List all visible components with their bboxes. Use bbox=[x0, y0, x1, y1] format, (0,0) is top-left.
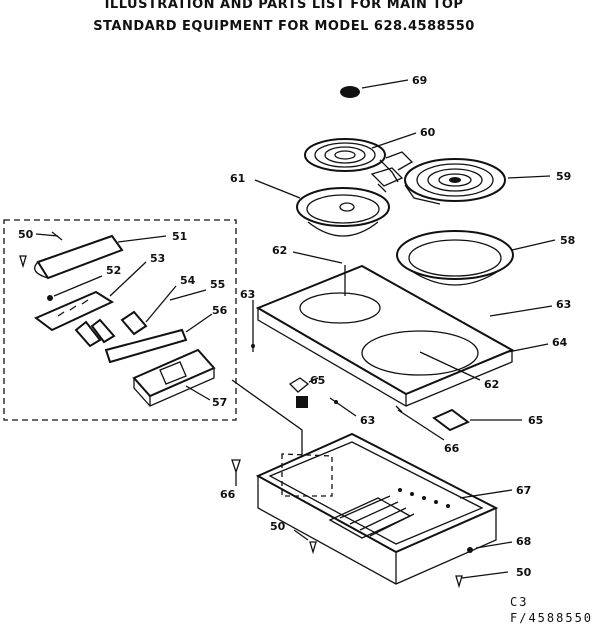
part-53-control-plate bbox=[34, 261, 147, 332]
terminal-block bbox=[370, 151, 414, 193]
part-50-screw-bottom bbox=[293, 529, 509, 589]
callout-66-center: 66 bbox=[444, 442, 460, 455]
callout-54: 54 bbox=[180, 274, 196, 287]
callout-59: 59 bbox=[556, 170, 571, 183]
callout-65-right: 65 bbox=[528, 414, 543, 427]
title-line-1: ILLUSTRATION AND PARTS LIST FOR MAIN TOP bbox=[104, 0, 464, 12]
part-59-large-surface-element bbox=[404, 158, 551, 205]
part-69-knob bbox=[340, 79, 409, 98]
part-61-small-drip-pan bbox=[254, 179, 390, 237]
callout-56: 56 bbox=[212, 304, 228, 317]
callout-53: 53 bbox=[150, 252, 165, 265]
callout-65-left: 65 bbox=[310, 374, 325, 387]
callout-69: 69 bbox=[412, 74, 427, 87]
part-66-screw-center bbox=[395, 405, 445, 441]
callout-63-left: 63 bbox=[240, 288, 255, 301]
part-51-control-panel-cover bbox=[34, 234, 167, 280]
part-55-knob bbox=[74, 289, 207, 348]
callout-52: 52 bbox=[106, 264, 121, 277]
title-line-2: STANDARD EQUIPMENT FOR MODEL 628.4588550 bbox=[93, 19, 475, 34]
callout-63-center: 63 bbox=[360, 414, 375, 427]
part-64-main-top bbox=[255, 264, 553, 407]
callout-50-inset: 50 bbox=[18, 228, 34, 241]
callout-50-box: 50 bbox=[270, 520, 286, 533]
part-54-switch bbox=[120, 285, 177, 336]
part-67-burner-box bbox=[255, 432, 513, 585]
callout-57: 57 bbox=[212, 396, 227, 409]
model-reference-code: F/4588550 bbox=[510, 611, 593, 625]
diagram-code: C3 bbox=[510, 595, 528, 609]
callout-66-left: 66 bbox=[220, 488, 236, 501]
part-52-indicator bbox=[47, 275, 103, 301]
callout-55: 55 bbox=[210, 278, 225, 291]
callout-51: 51 bbox=[172, 230, 187, 243]
part-65-receptacle-right bbox=[432, 408, 522, 432]
callout-67: 67 bbox=[516, 484, 531, 497]
callout-62-bottom: 62 bbox=[484, 378, 499, 391]
callout-58: 58 bbox=[560, 234, 575, 247]
callout-68: 68 bbox=[516, 535, 531, 548]
part-68-clip bbox=[467, 541, 513, 553]
part-65-receptacle-left bbox=[288, 377, 319, 408]
part-63-screw-left bbox=[251, 300, 255, 352]
callout-63-right: 63 bbox=[556, 298, 571, 311]
inset-control-panel-group bbox=[3, 219, 237, 421]
callout-60: 60 bbox=[420, 126, 436, 139]
part-57-bracket bbox=[132, 348, 216, 407]
part-50-screw-inset bbox=[19, 231, 63, 269]
callout-64: 64 bbox=[552, 336, 568, 349]
part-58-large-drip-pan bbox=[396, 230, 556, 286]
part-63-screw-center bbox=[329, 397, 357, 417]
part-60-small-surface-element bbox=[304, 132, 417, 183]
part-66-screw-left bbox=[231, 459, 241, 486]
part-56-lens-strip bbox=[104, 313, 213, 364]
callout-50-bottom: 50 bbox=[516, 566, 532, 579]
callout-62-top: 62 bbox=[272, 244, 287, 257]
callout-61: 61 bbox=[230, 172, 245, 185]
